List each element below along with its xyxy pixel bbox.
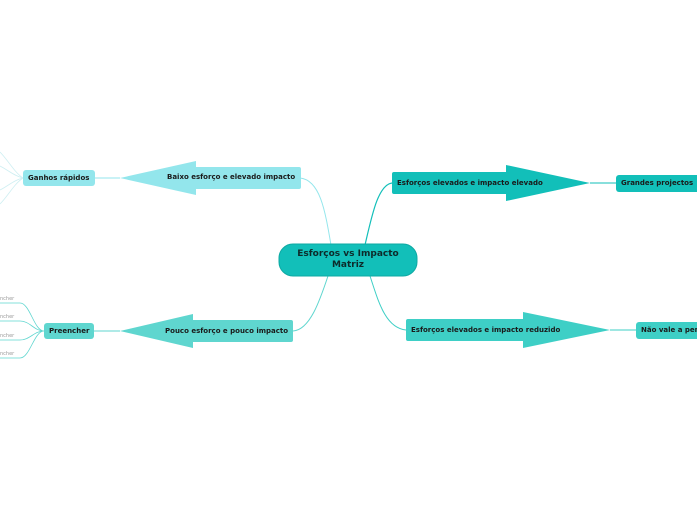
preencher-leaf-2[interactable]: ncher	[0, 314, 15, 320]
arrow-label-bottom-right[interactable]: Esforços elevados e impacto reduzido	[411, 326, 561, 334]
preencher-leaf-1[interactable]: ncher	[0, 296, 15, 302]
arrow-bottom-left	[120, 314, 293, 348]
arrow-label-top-right[interactable]: Esforços elevados e impacto elevado	[397, 179, 543, 187]
node-label-ganhos-rapidos[interactable]: Ganhos rápidos	[28, 174, 90, 182]
connector-top-left	[299, 177, 332, 246]
arrow-label-top-left[interactable]: Baixo esforço e elevado impacto	[167, 173, 296, 181]
node-label-nao-vale[interactable]: Não vale a pen	[641, 326, 697, 334]
node-label-preencher[interactable]: Preencher	[49, 327, 90, 335]
central-topic-line1: Esforços vs Impacto	[297, 249, 399, 259]
node-grandes-projectos[interactable]	[616, 175, 697, 192]
ganhos-leaf-lines	[0, 151, 24, 205]
node-ganhos-rapidos[interactable]	[23, 170, 95, 186]
arrow-bottom-right	[406, 312, 610, 348]
connector-bottom-right	[369, 275, 407, 331]
connector-top-right	[364, 182, 393, 246]
central-topic-box[interactable]	[278, 243, 418, 277]
preencher-leaf-3[interactable]: ncher	[0, 333, 15, 339]
node-preencher[interactable]	[44, 323, 94, 339]
preencher-leaf-4[interactable]: ncher	[0, 351, 15, 357]
central-topic-line2: Matriz	[331, 260, 365, 270]
arrow-top-left	[120, 161, 301, 195]
connector-bottom-left	[292, 275, 329, 332]
arrow-top-right	[392, 165, 590, 201]
node-label-grandes-projectos[interactable]: Grandes projectos	[621, 179, 694, 187]
arrow-label-bottom-left[interactable]: Pouco esforço e pouco impacto	[165, 327, 289, 335]
preencher-leaf-lines	[0, 302, 45, 359]
node-nao-vale[interactable]	[636, 322, 697, 339]
central-topic[interactable]: Esforços vs Impacto Matriz	[279, 249, 417, 271]
